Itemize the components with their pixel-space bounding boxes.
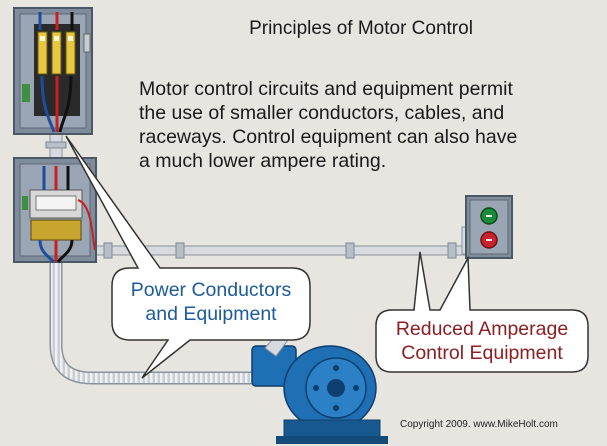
control-callout-text: Reduced Amperage Control Equipment <box>376 317 588 365</box>
control-conduit <box>94 226 474 259</box>
power-callout-bubble <box>65 135 311 379</box>
power-callout-line-2: and Equipment <box>145 303 277 325</box>
body-text-line-2: the use of smaller conductors, cables, a… <box>139 102 505 124</box>
disconnect-switch-icon <box>13 7 93 135</box>
control-callout-line-1: Reduced Amperage <box>395 318 569 340</box>
pushbutton-station-icon <box>465 195 513 259</box>
copyright-notice: Copyright 2009. www.MikeHolt.com <box>400 419 558 430</box>
motor-starter-icon <box>13 157 97 264</box>
body-text-line-4: a much lower ampere rating. <box>139 150 387 172</box>
power-callout-line-1: Power Conductors <box>130 279 292 301</box>
control-callout-line-2: Control Equipment <box>401 342 563 364</box>
electric-motor-icon <box>251 332 388 444</box>
body-text-line-1: Motor control circuits and equipment per… <box>139 78 513 100</box>
control-callout-bubble <box>375 251 589 373</box>
body-text-line-3: raceways. Control equipment can also hav… <box>139 126 518 148</box>
slide-title: Principles of Motor Control <box>249 18 473 39</box>
power-callout-text: Power Conductors and Equipment <box>112 278 310 326</box>
